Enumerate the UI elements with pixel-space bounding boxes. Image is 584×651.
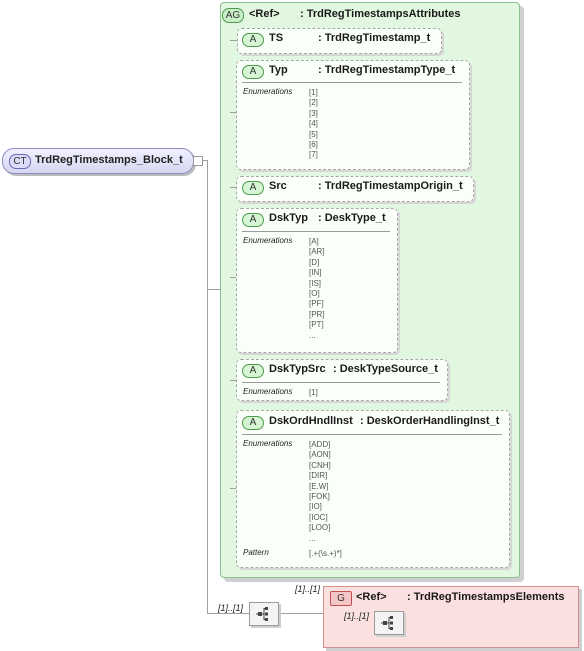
attribute-type: : TrdRegTimestampType_t xyxy=(318,64,456,76)
group-sequence-compositor[interactable] xyxy=(374,611,404,635)
group-inner-cardinality: [1]..[1] xyxy=(344,611,370,621)
attribute-name: DskTyp xyxy=(269,212,308,224)
sequence-cardinality: [1]..[1] xyxy=(218,603,244,613)
complex-type-badge: CT xyxy=(9,154,31,169)
group-badge: G xyxy=(330,591,352,606)
attr-connector xyxy=(230,380,237,381)
pattern-label: Pattern xyxy=(243,548,269,557)
enumerations-list: [1] [2] [3] [4] [5] [6] [7] xyxy=(309,88,318,160)
ag-connector xyxy=(207,289,220,290)
enumerations-list: [ADD] [AON] [CNH] [DIR] [E.W] [FOK] [IO]… xyxy=(309,440,331,543)
attribute-typ[interactable] xyxy=(236,60,470,170)
attribute-dskordhndlinst[interactable] xyxy=(236,410,510,568)
sequence-compositor-icon xyxy=(381,616,393,630)
attribute-type: : DeskOrderHandlingInst_t xyxy=(360,415,500,427)
attribute-badge: A xyxy=(242,213,264,227)
attribute-separator xyxy=(242,82,462,83)
pattern-value: [.+(\s.+)*] xyxy=(309,549,342,558)
attr-connector xyxy=(230,187,237,188)
attribute-type: : DeskType_t xyxy=(318,212,386,224)
attr-connector xyxy=(230,277,237,278)
enumerations-list: [A] [AR] [D] [IN] [IS] [O] [PF] [PR] [PT… xyxy=(309,237,325,340)
complex-type-name: TrdRegTimestamps_Block_t xyxy=(35,154,183,166)
attribute-type: : TrdRegTimestampOrigin_t xyxy=(318,180,463,192)
attribute-ts[interactable] xyxy=(237,28,442,54)
attr-connector xyxy=(230,40,238,41)
attribute-type: : TrdRegTimestamp_t xyxy=(318,32,431,44)
attribute-badge: A xyxy=(242,33,264,47)
enumerations-label: Enumerations xyxy=(243,236,293,245)
attribute-badge: A xyxy=(242,65,264,79)
main-connector xyxy=(207,160,208,613)
attribute-badge: A xyxy=(242,416,264,430)
attribute-badge: A xyxy=(242,364,264,378)
attribute-name: DskTypSrc xyxy=(269,363,326,375)
group-box[interactable] xyxy=(323,586,579,648)
enumerations-label: Enumerations xyxy=(243,387,293,396)
attribute-separator xyxy=(242,231,390,232)
attribute-type: : DeskTypeSource_t xyxy=(333,363,438,375)
seq-group-connector xyxy=(279,613,323,614)
enumerations-label: Enumerations xyxy=(243,87,293,96)
enumerations-label: Enumerations xyxy=(243,439,293,448)
attribute-name: TS xyxy=(269,32,284,44)
group-ref: <Ref> xyxy=(356,591,387,603)
attribute-separator xyxy=(242,382,440,383)
attribute-group-ref: <Ref> xyxy=(249,8,280,20)
attribute-separator xyxy=(242,434,502,435)
group-outer-cardinality: [1]..[1] xyxy=(295,584,321,594)
sequence-compositor-icon xyxy=(256,607,268,621)
attribute-dsktyp[interactable] xyxy=(236,208,398,353)
attribute-group-badge: AG xyxy=(222,8,244,23)
enumerations-list: [1] xyxy=(309,388,318,397)
attribute-badge: A xyxy=(242,181,264,195)
attribute-dsktypsrc[interactable] xyxy=(236,359,448,401)
seq-connector xyxy=(207,613,249,614)
attribute-src[interactable] xyxy=(236,176,474,202)
attribute-group-type: : TrdRegTimestampsAttributes xyxy=(300,8,461,20)
expand-toggle[interactable] xyxy=(193,156,203,166)
group-type: : TrdRegTimestampsElements xyxy=(407,591,565,603)
attribute-name: DskOrdHndlInst xyxy=(269,415,353,427)
sequence-compositor[interactable] xyxy=(249,602,279,626)
complex-type-node[interactable]: CT TrdRegTimestamps_Block_t xyxy=(2,148,194,174)
attr-connector xyxy=(230,112,237,113)
attr-connector xyxy=(230,488,237,489)
attribute-name: Src xyxy=(269,180,287,192)
attribute-name: Typ xyxy=(269,64,288,76)
